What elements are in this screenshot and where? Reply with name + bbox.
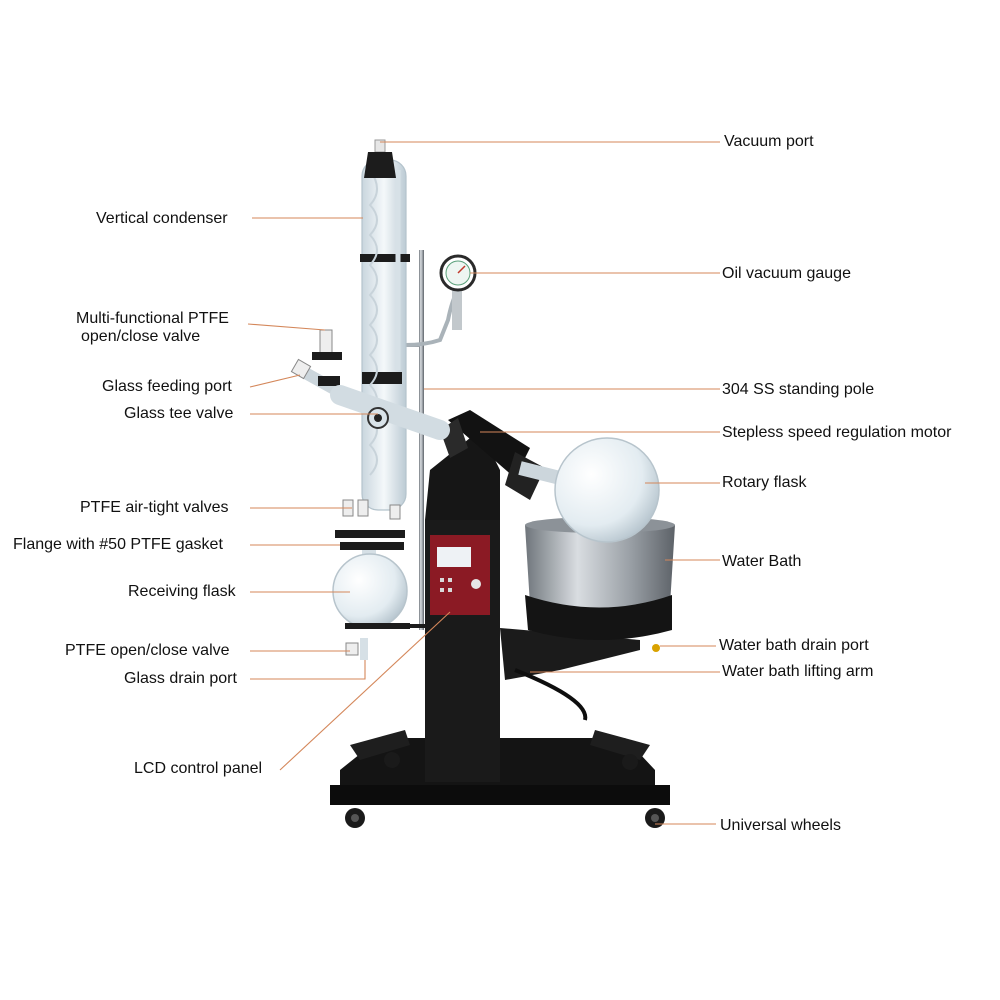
vacuum-port <box>364 139 396 178</box>
label-vertical-condenser: Vertical condenser <box>96 210 228 227</box>
label-lcd-panel: LCD control panel <box>134 760 263 777</box>
label-lifting-arm: Water bath lifting arm <box>722 663 874 680</box>
motor <box>440 410 545 500</box>
leader-glass-drain-port <box>250 660 366 680</box>
label-glass-feeding-port: Glass feeding port <box>102 378 232 395</box>
flange <box>335 530 405 550</box>
label-ptfe-open-close: PTFE open/close valve <box>65 642 230 659</box>
leader-lines <box>247 141 720 825</box>
label-water-bath: Water Bath <box>722 553 802 570</box>
label-flange: Flange with #50 PTFE gasket <box>13 536 223 553</box>
label-glass-drain-port: Glass drain port <box>124 670 237 687</box>
label-multi-ptfe-line2: open/close valve <box>81 328 201 345</box>
label-multi-ptfe-line1: Multi-functional PTFE <box>76 310 229 327</box>
water-bath <box>525 517 675 652</box>
label-receiving-flask: Receiving flask <box>128 583 236 600</box>
label-glass-tee-valve: Glass tee valve <box>124 405 234 422</box>
leader-multi-ptfe <box>247 323 326 331</box>
label-standing-pole: 304 SS standing pole <box>722 381 875 398</box>
label-vacuum-port: Vacuum port <box>724 133 814 150</box>
universal-wheels <box>345 752 665 828</box>
leader-lcd-panel <box>279 611 451 771</box>
glass-tee-valve <box>330 385 450 440</box>
rotary-flask <box>518 437 660 543</box>
receiving-flask <box>332 550 425 629</box>
label-multi-ptfe-valve: Multi-functional PTFE open/close valve <box>76 310 256 346</box>
label-air-tight-valves: PTFE air-tight valves <box>80 499 229 516</box>
leader-glass-feeding-port <box>249 374 301 388</box>
water-bath-lifting-arm <box>500 628 640 721</box>
label-rotary-flask: Rotary flask <box>722 474 807 491</box>
label-motor: Stepless speed regulation motor <box>722 424 952 441</box>
label-drain-port: Water bath drain port <box>719 637 869 654</box>
ptfe-open-close-valve <box>345 638 368 660</box>
label-universal-wheels: Universal wheels <box>720 817 841 834</box>
vertical-condenser <box>360 159 410 511</box>
lcd-control-panel <box>430 535 490 615</box>
oil-vacuum-gauge <box>404 254 477 347</box>
ptfe-multi-valve <box>312 329 342 386</box>
label-oil-vacuum-gauge: Oil vacuum gauge <box>722 265 851 282</box>
